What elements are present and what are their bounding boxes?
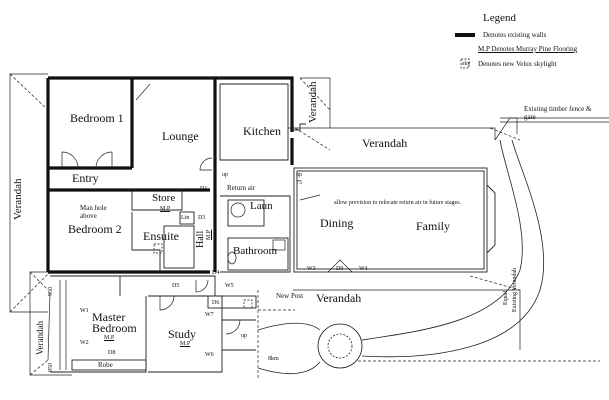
note-relocate-return-air: allow prevision to relocate return air i… <box>334 200 462 206</box>
legend-title: Legend <box>483 12 516 24</box>
existing-walls <box>46 76 294 274</box>
room-family: Family <box>416 219 451 233</box>
dim-equal: Equal <box>503 291 509 305</box>
note-step-75: 75 <box>296 180 302 186</box>
study-flooring: M.P <box>180 341 191 347</box>
note-up-kitchen: up <box>222 172 228 178</box>
tag-d6: D6 <box>212 300 220 306</box>
room-store: Store <box>152 192 176 204</box>
verandah-kitchen-side: Verandah <box>307 81 319 123</box>
note-existing-fence: Existing timber fence & gate <box>524 105 592 121</box>
verandah-bottom: Verandah <box>316 291 362 305</box>
tag-d3: D3 <box>198 215 206 221</box>
new-walls <box>50 83 496 373</box>
verandah-left-lower: Verandah <box>35 321 45 355</box>
verandah-top-right: Verandah <box>362 136 408 150</box>
store-flooring: M.P <box>160 206 171 212</box>
door-swings <box>61 151 353 335</box>
legend-murray-pine: M.P Denotes Murray Pine Flooring <box>478 45 578 53</box>
legend-existing-wall-symbol <box>455 33 475 37</box>
legend-sky-tag: sky <box>462 61 471 67</box>
room-robe: Robe <box>98 361 113 369</box>
legend-existing-walls: Denotes existing walls <box>483 31 547 39</box>
room-lounge: Lounge <box>162 129 199 143</box>
tag-d8: D8 <box>108 350 116 356</box>
note-return-air: Return air <box>227 184 256 192</box>
tag-d4: D4 <box>212 270 220 276</box>
dim-950-upper: 950 <box>48 287 54 296</box>
tag-w1: W1 <box>80 308 89 314</box>
tag-w5: W5 <box>225 283 234 289</box>
room-bedroom-2: Bedroom 2 <box>68 222 122 236</box>
room-dining: Dining <box>320 216 354 230</box>
room-master-bedroom: Bedroom <box>92 321 137 335</box>
master-flooring: M.P <box>104 335 115 341</box>
legend-skylight-symbol <box>460 58 470 69</box>
room-kitchen: Kitchen <box>243 124 281 138</box>
driveway <box>257 117 609 374</box>
dim-950-lower: 950 <box>48 363 54 372</box>
room-bedroom-1: Bedroom 1 <box>70 111 124 125</box>
tag-w2: W2 <box>80 340 89 346</box>
tag-w3: W3 <box>307 266 316 272</box>
room-bathroom: Bathroom <box>233 245 277 257</box>
tag-w4: W4 <box>359 266 368 272</box>
room-linen: Lin <box>181 215 190 221</box>
note-up-verandah: up <box>296 172 302 178</box>
note-up-study: up <box>241 333 247 339</box>
misc-lines <box>47 83 321 370</box>
note-new-post: New Post <box>276 292 304 300</box>
room-ensuite: Ensuite <box>143 229 179 243</box>
tag-w7: W7 <box>205 312 214 318</box>
tag-d1: D1 <box>200 186 208 192</box>
room-entry: Entry <box>72 171 99 185</box>
legend-skylight: Denotes new Velux skylight <box>478 60 557 68</box>
tag-d5: D5 <box>172 283 180 289</box>
room-study: Study <box>168 327 197 341</box>
tag-d9: D9 <box>336 266 344 272</box>
verandah-left-upper: Verandah <box>12 178 24 220</box>
verandah-outlines <box>9 73 521 380</box>
dim-existing-verandah: Existing Verandah <box>512 267 518 312</box>
hall-flooring: M.P <box>206 229 212 240</box>
room-hall: Hall <box>195 230 206 248</box>
dim-8km: 8km <box>268 356 279 362</box>
room-master: Master <box>92 310 126 324</box>
note-manhole: Man hole above <box>80 204 107 221</box>
tag-w6: W6 <box>205 352 214 358</box>
room-laundry: Laun <box>250 200 273 212</box>
skylights <box>153 243 253 309</box>
